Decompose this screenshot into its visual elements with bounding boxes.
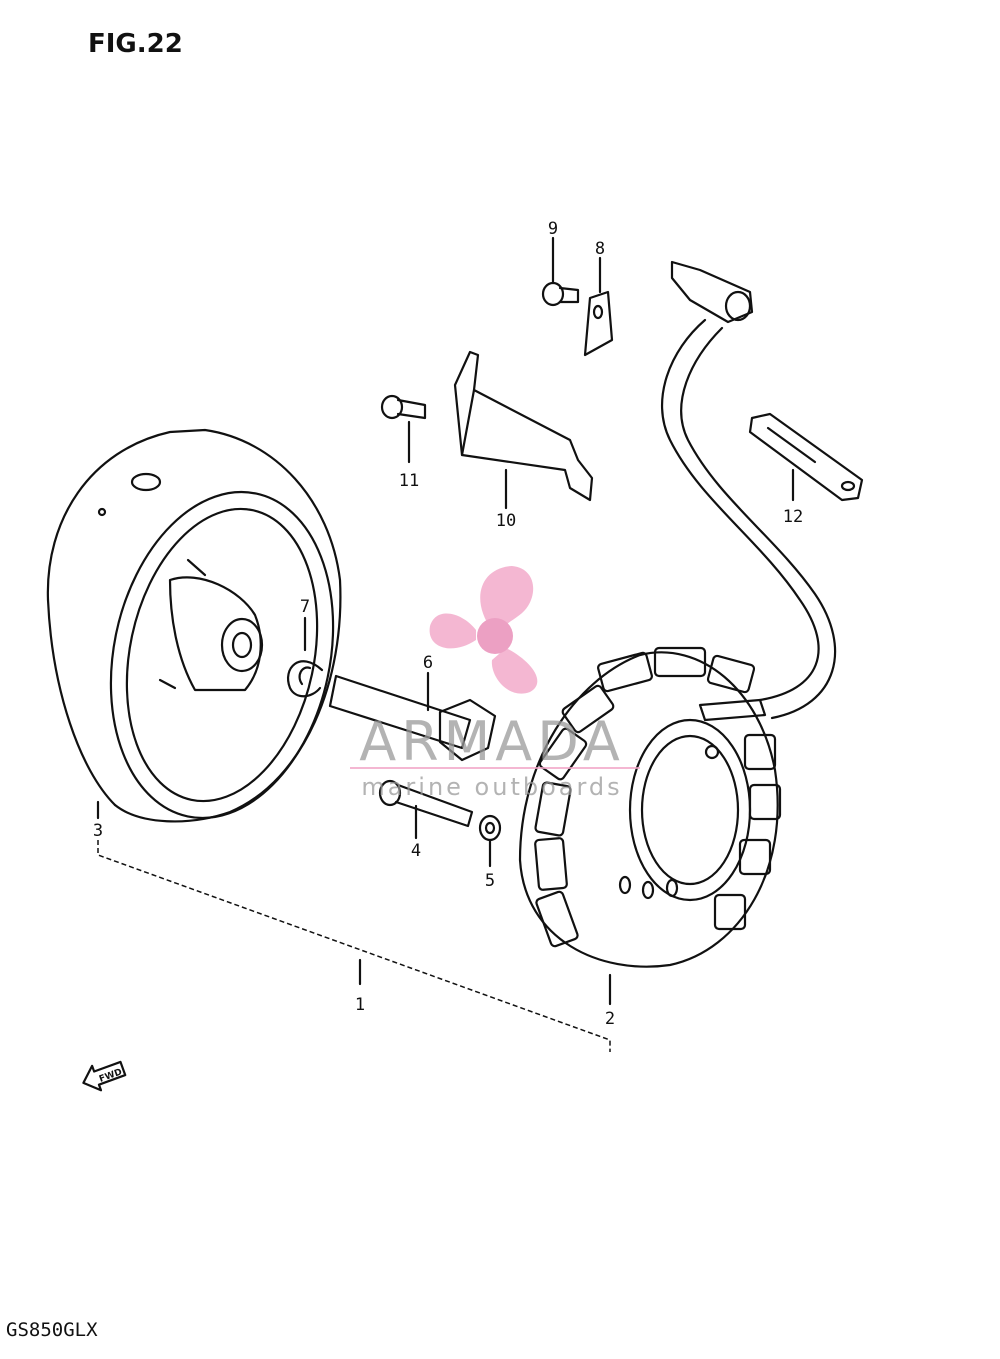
clamp-drawing [583,290,614,357]
rotor-drawing [46,428,342,823]
callout-numbers: 3 1 2 4 5 6 7 8 9 10 11 12 [93,219,803,1029]
stator-drawing [518,646,782,968]
plate-screw-drawing [380,394,427,420]
fwd-arrow: FWD [82,1060,127,1092]
harness-drawing [661,260,837,720]
callout-3: 3 [93,821,103,841]
callout-6: 6 [423,653,433,673]
rotor-bolt-drawing [328,674,497,762]
callout-4: 4 [411,841,421,861]
callout-12: 12 [783,507,803,527]
model-code: GS850GLX [6,1319,98,1341]
callout-9: 9 [548,219,558,239]
callout-2: 2 [605,1009,615,1029]
callout-8: 8 [595,239,605,259]
watermark-brand: ARMADA [359,710,625,773]
leader-lines [96,236,795,1052]
watermark-tagline: marine outboards [361,773,622,801]
wire-clamp-drawing [748,412,864,502]
callout-1: 1 [355,995,365,1015]
washer-drawing [478,814,502,842]
small-screw-drawing [541,281,580,307]
propeller-logo [429,566,538,694]
callout-10: 10 [496,511,516,531]
callout-11: 11 [399,471,419,491]
key-drawing [287,660,324,698]
figure-title: FIG.22 [88,29,183,59]
screw-drawing [378,779,474,828]
watermark: ARMADA marine outboards [350,566,640,801]
callout-7: 7 [300,597,310,617]
callout-5: 5 [485,871,495,891]
cover-plate-drawing [453,350,594,502]
